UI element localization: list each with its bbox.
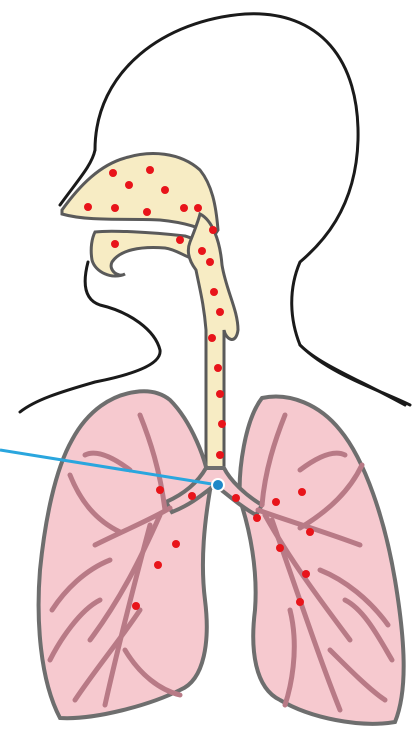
particle-dot xyxy=(253,514,261,522)
particle-dot xyxy=(125,181,133,189)
particle-dot xyxy=(232,494,240,502)
particle-dot xyxy=(298,488,306,496)
particle-dot xyxy=(188,492,196,500)
particle-dot xyxy=(194,204,202,212)
particle-dot xyxy=(216,451,224,459)
particle-dot xyxy=(302,570,310,578)
particle-dot xyxy=(218,420,226,428)
particle-dot xyxy=(216,390,224,398)
particle-dot xyxy=(161,186,169,194)
particle-dot xyxy=(156,486,164,494)
particle-dot xyxy=(209,226,217,234)
particle-dot xyxy=(180,204,188,212)
particle-dot xyxy=(109,169,117,177)
particle-dot xyxy=(306,528,314,536)
particle-dot xyxy=(276,544,284,552)
particle-dot xyxy=(296,598,304,606)
particle-dot xyxy=(111,204,119,212)
pointer-tip xyxy=(212,479,224,491)
particle-dot xyxy=(208,334,216,342)
particle-dot xyxy=(154,561,162,569)
particle-dot xyxy=(210,288,218,296)
particle-dot xyxy=(146,166,154,174)
shoulder-right-line xyxy=(300,345,405,405)
particle-dot xyxy=(111,240,119,248)
particle-dot xyxy=(216,308,224,316)
particle-dot xyxy=(132,602,140,610)
oral-palate xyxy=(91,231,202,276)
right-lung xyxy=(240,397,404,724)
pharynx-trachea xyxy=(188,214,238,470)
particle-dot xyxy=(272,498,280,506)
particle-dot xyxy=(84,203,92,211)
particle-dot xyxy=(176,236,184,244)
particle-dot xyxy=(198,247,206,255)
particle-dot xyxy=(143,208,151,216)
particle-dot xyxy=(206,258,214,266)
particle-dot xyxy=(172,540,180,548)
particle-dot xyxy=(214,364,222,372)
left-lung xyxy=(39,391,210,718)
nasal-cavity xyxy=(62,154,218,236)
